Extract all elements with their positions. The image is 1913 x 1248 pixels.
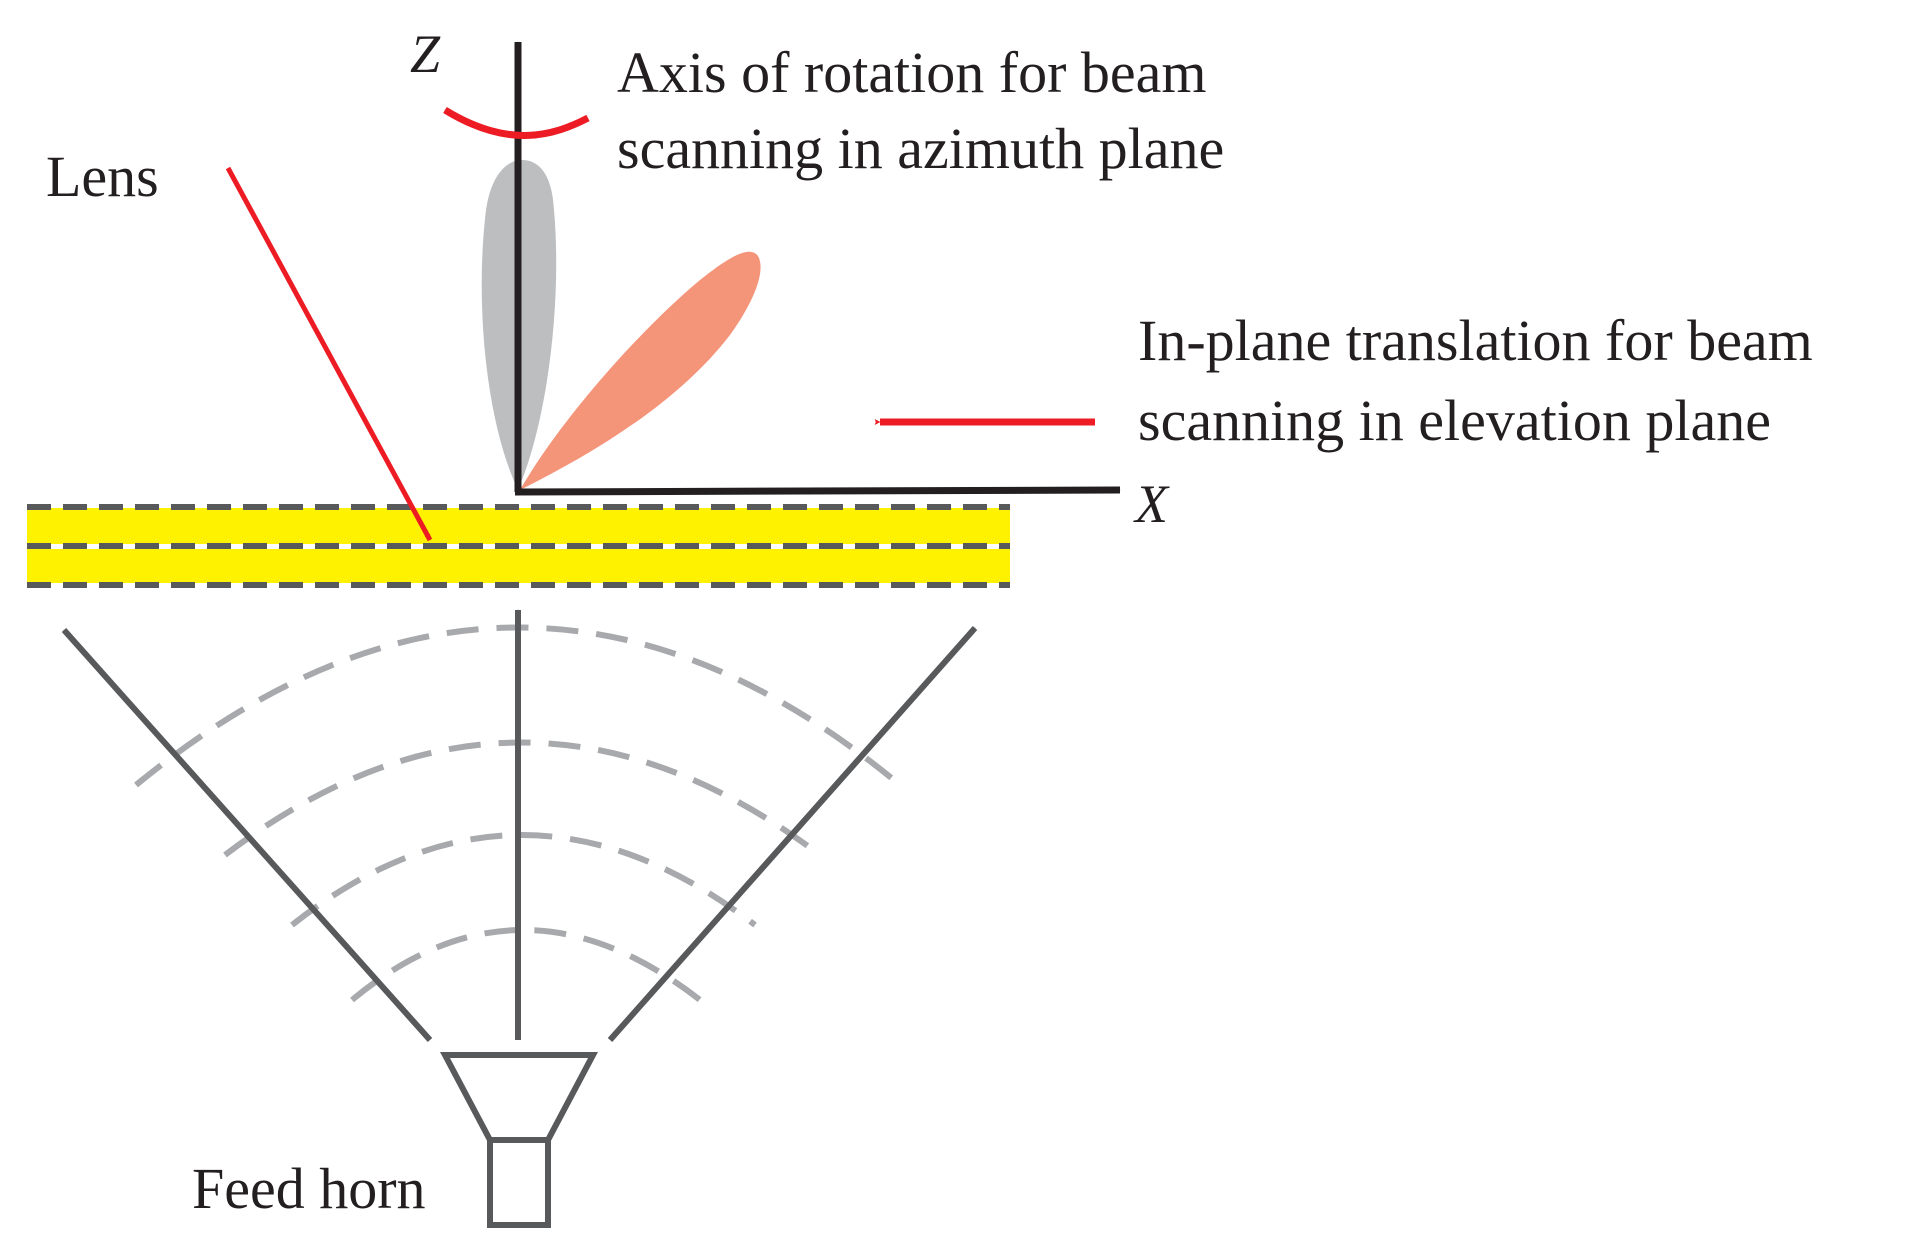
x-axis-arrow xyxy=(514,486,1121,496)
horn-flare xyxy=(440,1052,598,1143)
scanned-beam-lobe xyxy=(520,251,761,490)
lens-pointer-arrow xyxy=(225,166,433,542)
x-axis-label: X xyxy=(1133,474,1170,534)
azimuth-rotation-arrow xyxy=(443,107,590,139)
lens xyxy=(27,504,1010,588)
wavefront-arc-3 xyxy=(223,739,822,858)
ray-left xyxy=(61,628,433,1042)
ray-right xyxy=(607,626,978,1042)
z-axis-label: Z xyxy=(410,24,441,84)
rotation-label-line2: scanning in azimuth plane xyxy=(617,116,1224,181)
wavefront-arc-2 xyxy=(290,832,757,928)
translation-label-line2: scanning in elevation plane xyxy=(1138,388,1771,453)
feed-horn xyxy=(440,1052,598,1228)
lens-label: Lens xyxy=(46,144,159,209)
lens-layer-bottom xyxy=(27,549,1010,583)
feed-horn-label: Feed horn xyxy=(192,1156,426,1221)
translation-label-line1: In-plane translation for beam xyxy=(1138,308,1813,373)
rotation-label-line1: Axis of rotation for beam xyxy=(617,40,1207,105)
horn-waveguide xyxy=(487,1137,551,1228)
lens-layer-top xyxy=(27,508,1010,544)
wavefront-arc-1 xyxy=(350,927,702,1003)
